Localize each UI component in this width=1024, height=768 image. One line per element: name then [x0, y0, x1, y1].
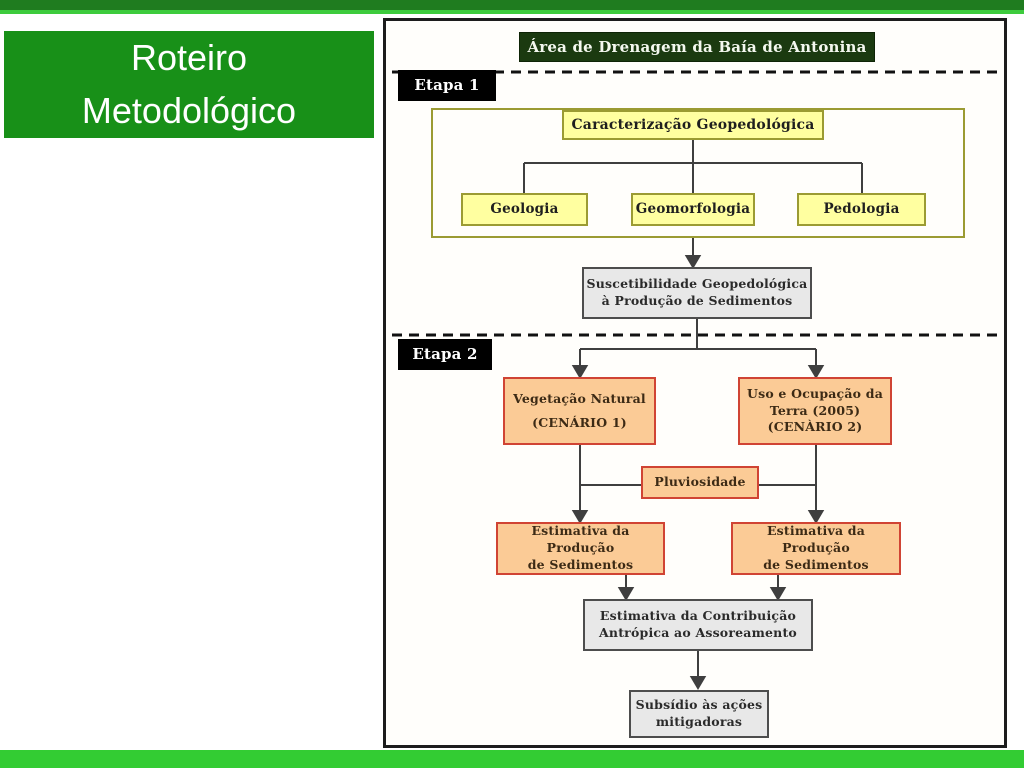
slide-title: Roteiro Metodológico	[81, 37, 297, 131]
etapa1-group-outline	[431, 108, 965, 238]
node-subsidio-acoes: Subsídio às ações mitigadoras	[629, 690, 769, 738]
top-accent-line	[0, 10, 1024, 14]
top-bar	[0, 0, 1024, 10]
arrow-to-suscetibilidade	[684, 238, 702, 269]
node-pedologia: Pedologia	[797, 193, 926, 226]
node-cenario1-vegetacao-natural: Vegetação Natural (CENÁRIO 1)	[503, 377, 656, 445]
node-area-drenagem: Área de Drenagem da Baía de Antonina	[519, 32, 875, 62]
branch-to-cenarios	[571, 319, 825, 379]
slide-title-box: Roteiro Metodológico	[4, 31, 374, 138]
node-pluviosidade: Pluviosidade	[641, 466, 759, 499]
stage-label-etapa1: Etapa 1	[398, 70, 496, 101]
arrow-to-subsidio	[689, 651, 707, 690]
node-cenario2-uso-ocupacao: Uso e Ocupação da Terra (2005) (CENÀRIO …	[738, 377, 892, 445]
node-suscetibilidade: Suscetibilidade Geopedológica à Produção…	[582, 267, 812, 319]
node-caracterizacao-geopedologica: Caracterização Geopedológica	[562, 110, 824, 140]
node-estimativa-producao-direita: Estimativa da Produção de Sedimentos	[731, 522, 901, 575]
flowchart-panel: Área de Drenagem da Baía de Antonina Eta…	[383, 18, 1007, 748]
node-contribuicao-antropica: Estimativa da Contribuição Antrópica ao …	[583, 599, 813, 651]
arrows-to-contribuicao	[617, 575, 787, 601]
bottom-bar	[0, 750, 1024, 768]
node-geologia: Geologia	[461, 193, 588, 226]
stage-label-etapa2: Etapa 2	[398, 339, 492, 370]
node-geomorfologia: Geomorfologia	[631, 193, 755, 226]
node-estimativa-producao-esquerda: Estimativa da Produção de Sedimentos	[496, 522, 665, 575]
